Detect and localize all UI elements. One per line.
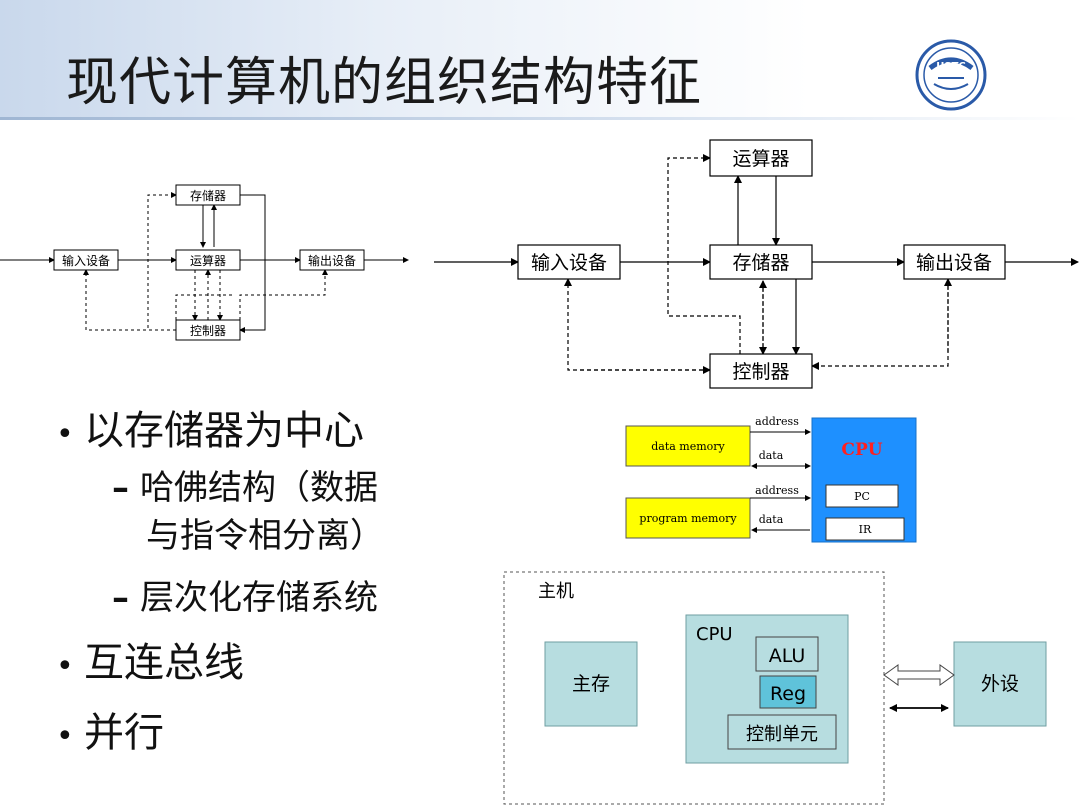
- data-memory-label: data memory: [651, 440, 725, 453]
- title-bar: [0, 0, 1080, 118]
- alu-box: [755, 636, 819, 672]
- sub-bullet-text: 层次化存储系统: [140, 578, 378, 618]
- bullet-parallel: • 并行: [56, 700, 164, 758]
- sub-bullet-text: 与指令相分离）: [146, 516, 384, 556]
- svg-text:输入设备: 输入设备: [62, 253, 110, 268]
- svg-text:控制器: 控制器: [732, 361, 789, 383]
- host-label: 主机: [538, 581, 574, 602]
- diagram-host: 主机 主存 CPU ALU Reg 控制单元 外设: [503, 571, 1047, 805]
- bullet-dot-icon: •: [56, 417, 74, 452]
- ir-box: [825, 517, 905, 541]
- data-memory-box: [625, 425, 751, 467]
- sub-bullet-harvard: –哈佛结构（数据: [112, 460, 378, 509]
- cpu-label: CPU: [841, 440, 882, 460]
- reg-label: Reg: [770, 683, 806, 705]
- ir-label: IR: [859, 523, 872, 536]
- bullet-memory-centered: • 以存储器为中心: [56, 398, 364, 456]
- diagram-memory-centered: [434, 154, 1079, 374]
- reg-box: [759, 675, 817, 709]
- bus-double-arrow-icon: [883, 664, 955, 686]
- sub-bullet-hierarchy: –层次化存储系统: [112, 570, 378, 619]
- svg-text:存储器: 存储器: [190, 188, 226, 203]
- peripheral-label: 外设: [981, 673, 1019, 695]
- bullet-text: 以存储器为中心: [84, 408, 364, 454]
- title-divider: [0, 117, 1080, 120]
- svg-text:控制器: 控制器: [190, 324, 226, 338]
- bullet-dot-icon: •: [56, 649, 74, 684]
- bullet-text: 并行: [84, 710, 164, 756]
- svg-text:运算器: 运算器: [732, 148, 789, 170]
- sub-bullet-text: 哈佛结构（数据: [140, 468, 378, 508]
- svg-text:输入设备: 输入设备: [531, 252, 607, 274]
- data-label: data: [759, 513, 784, 526]
- diagram-harvard: data memory program memory CPU PC IR add…: [625, 415, 917, 543]
- slide-title: 现代计算机的组织结构特征: [66, 53, 703, 113]
- cpu-label: CPU: [696, 624, 733, 645]
- svg-text:输出设备: 输出设备: [308, 253, 356, 268]
- program-memory-box: [625, 497, 751, 539]
- diagram-alu-centered: [0, 192, 409, 333]
- address-label: address: [755, 484, 799, 497]
- svg-text:存储器: 存储器: [732, 252, 789, 274]
- small-node-memory: 存储器: [175, 184, 241, 206]
- large-node-control: 控制器: [709, 353, 813, 389]
- svg-text:运算器: 运算器: [190, 253, 226, 268]
- bullet-text: 互连总线: [84, 640, 244, 686]
- svg-text:输出设备: 输出设备: [916, 252, 992, 274]
- large-node-output: 输出设备: [903, 244, 1006, 280]
- logo-text: USTC: [936, 61, 965, 72]
- large-node-alu: 运算器: [709, 139, 813, 177]
- main-memory-label: 主存: [572, 673, 610, 695]
- control-unit-label: 控制单元: [746, 724, 818, 745]
- alu-label: ALU: [769, 645, 806, 667]
- dash-icon: –: [112, 578, 129, 618]
- ustc-logo-icon: USTC: [915, 39, 987, 111]
- dash-icon: –: [112, 468, 129, 508]
- control-unit-box: [727, 714, 837, 750]
- bullet-bus: • 互连总线: [56, 630, 244, 688]
- sub-bullet-harvard-cont: 与指令相分离）: [146, 508, 384, 557]
- peripheral-box: [953, 641, 1047, 727]
- address-label: address: [755, 415, 799, 428]
- small-node-control: 控制器: [175, 319, 241, 341]
- large-node-memory: 存储器: [709, 244, 813, 280]
- large-node-input: 输入设备: [517, 244, 621, 280]
- small-node-output: 输出设备: [299, 249, 365, 271]
- pc-label: PC: [854, 490, 870, 503]
- main-memory-box: [544, 641, 638, 727]
- small-node-input: 输入设备: [53, 249, 119, 271]
- bullet-dot-icon: •: [56, 719, 74, 754]
- pc-box: [825, 484, 899, 508]
- small-node-alu: 运算器: [175, 249, 241, 271]
- data-label: data: [759, 449, 784, 462]
- program-memory-label: program memory: [639, 512, 737, 525]
